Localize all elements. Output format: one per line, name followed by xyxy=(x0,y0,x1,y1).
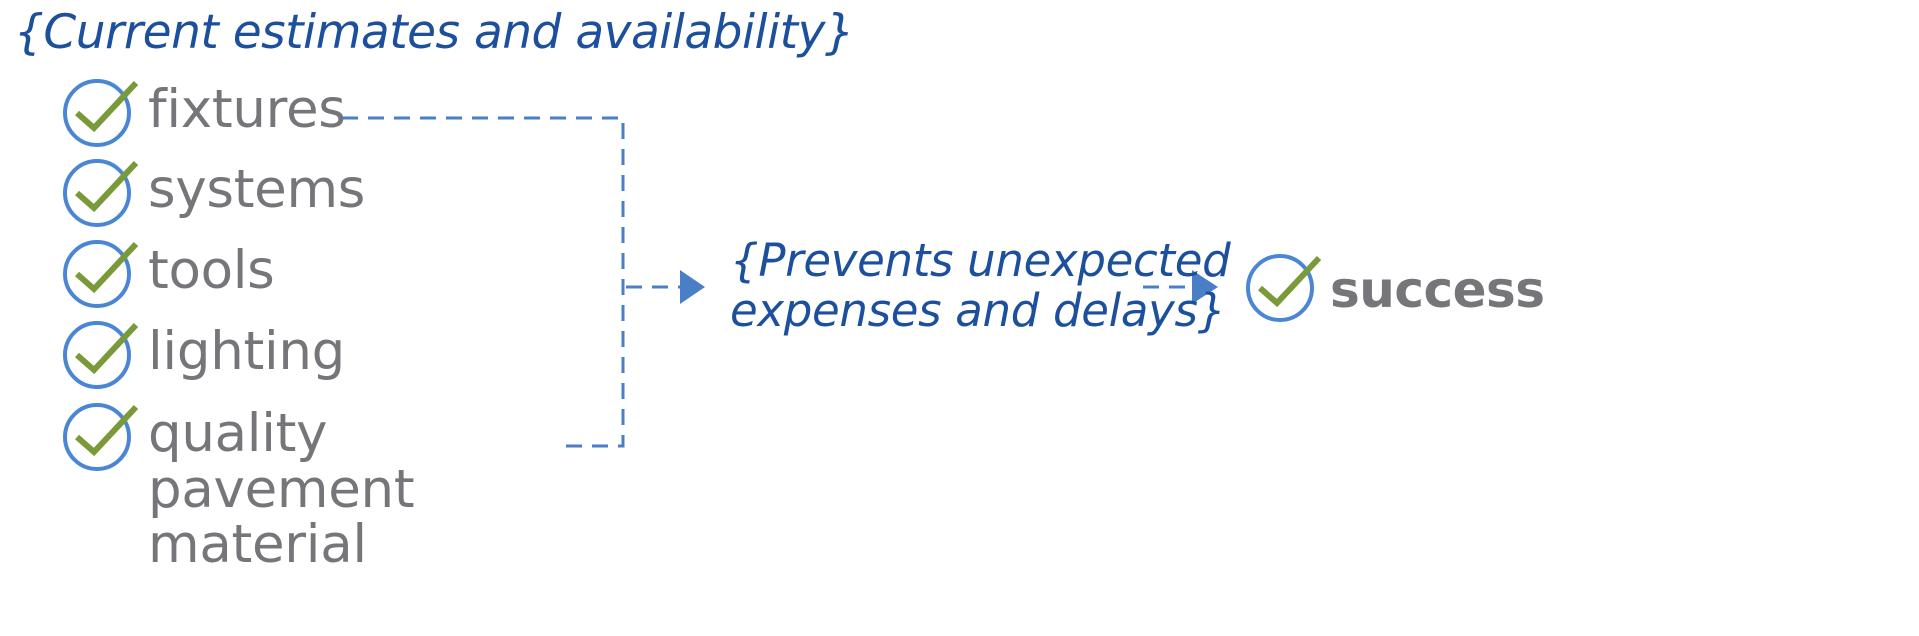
arrowhead-icon xyxy=(1192,270,1218,304)
check-circle-icon xyxy=(63,79,139,147)
checklist-item-label: systems xyxy=(148,159,366,220)
check-circle-icon xyxy=(1246,254,1322,322)
success-label: success xyxy=(1330,261,1545,319)
arrowhead-icon xyxy=(680,270,705,304)
check-circle-icon xyxy=(63,159,139,227)
check-circle-icon xyxy=(63,321,139,389)
checklist-item-label: fixtures xyxy=(148,79,346,140)
checklist-item-label: quality pavement material xyxy=(148,403,415,576)
outcome-line-1: {Prevents unexpected xyxy=(730,234,1231,287)
check-circle-icon xyxy=(63,240,139,308)
outcome-line-2: expenses and delays} xyxy=(730,283,1226,337)
checklist-item-label: tools xyxy=(148,240,275,301)
connector-top-line xyxy=(342,116,625,448)
checklist-item-label: lighting xyxy=(148,321,346,382)
check-circle-icon xyxy=(63,403,139,471)
outcome-text: {Prevents unexpected expenses and delays… xyxy=(730,234,1231,337)
diagram-heading: {Current estimates and availability} xyxy=(14,5,855,60)
